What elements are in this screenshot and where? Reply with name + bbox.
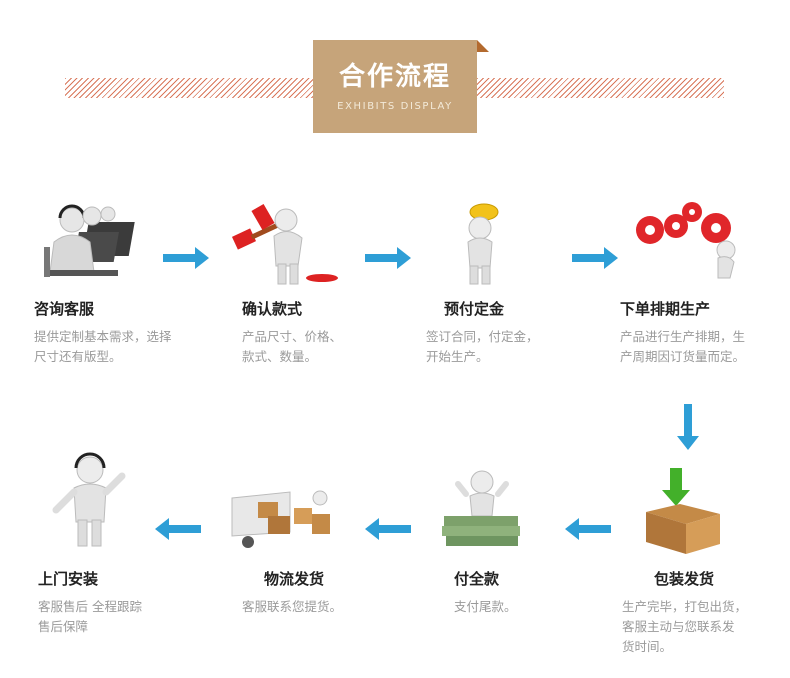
step-label: 物流发货 [264,570,325,588]
step-desc-line: 售后保障 [38,619,89,634]
step-desc-line: 客服主动与您联系发 [622,619,735,634]
header-title-box: 合作流程 EXHIBITS DISPLAY [313,40,489,133]
gears-figure-icon [626,192,746,292]
headset-figure-icon [38,448,158,562]
arrow-right-icon [572,247,618,273]
step-desc-line: 款式、数量。 [242,349,318,364]
step-installation: 上门安装 客服售后 全程跟踪 售后保障 [38,448,218,637]
step-label: 付全款 [454,570,500,588]
step-desc-line: 支付尾款。 [454,599,517,614]
step-label: 包装发货 [654,570,715,588]
header-hatch-right [477,78,724,98]
step-label: 咨询客服 [34,300,95,318]
step-desc-line: 尺寸还有版型。 [34,349,122,364]
step-consult: 咨询客服 提供定制基本需求，选择 尺寸还有版型。 [34,192,214,367]
gavel-figure-icon [226,192,346,292]
step-full-payment: 付全款 支付尾款。 [436,462,616,617]
call-center-icon [34,192,154,292]
step-desc-line: 产品尺寸、价格、 [242,329,343,344]
step-desc-line: 签订合同，付定金， [426,329,539,344]
coin-figure-icon [446,192,566,292]
arrow-right-icon [365,247,411,273]
step-label: 确认款式 [242,300,303,318]
step-label: 上门安装 [38,570,99,588]
money-figure-icon [436,462,556,562]
arrow-right-icon [163,247,209,273]
step-desc-line: 货时间。 [622,639,673,654]
arrow-down-icon [677,404,699,454]
truck-boxes-icon [228,462,348,562]
arrow-left-icon [365,518,411,544]
arrow-left-icon [565,518,611,544]
header-hatch-left [65,78,313,98]
step-label: 预付定金 [444,300,505,318]
step-desc-line: 产周期因订货量而定。 [620,349,746,364]
page-title: 合作流程 [338,62,451,92]
page-subtitle: EXHIBITS DISPLAY [337,101,453,112]
step-desc-line: 客服售后 全程跟踪 [38,599,142,614]
arrow-left-icon [155,518,201,544]
title-corner-fold [477,40,489,52]
step-packaging: 包装发货 生产完毕，打包出货， 客服主动与您联系发 货时间。 [622,462,790,657]
step-desc-line: 开始生产。 [426,349,489,364]
box-package-icon [640,462,760,562]
step-desc-line: 产品进行生产排期，生 [620,329,746,344]
step-confirm-style: 确认款式 产品尺寸、价格、 款式、数量。 [231,192,422,367]
step-label: 下单排期生产 [620,300,711,318]
step-desc-line: 提供定制基本需求，选择 [34,329,172,344]
step-logistics: 物流发货 客服联系您提货。 [228,462,408,617]
step-deposit: 预付定金 签订合同，付定金， 开始生产。 [426,192,606,367]
step-production: 下单排期生产 产品进行生产排期，生 产周期因订货量而定。 [620,192,790,367]
step-desc-line: 客服联系您提货。 [242,599,343,614]
step-desc-line: 生产完毕，打包出货， [622,599,748,614]
